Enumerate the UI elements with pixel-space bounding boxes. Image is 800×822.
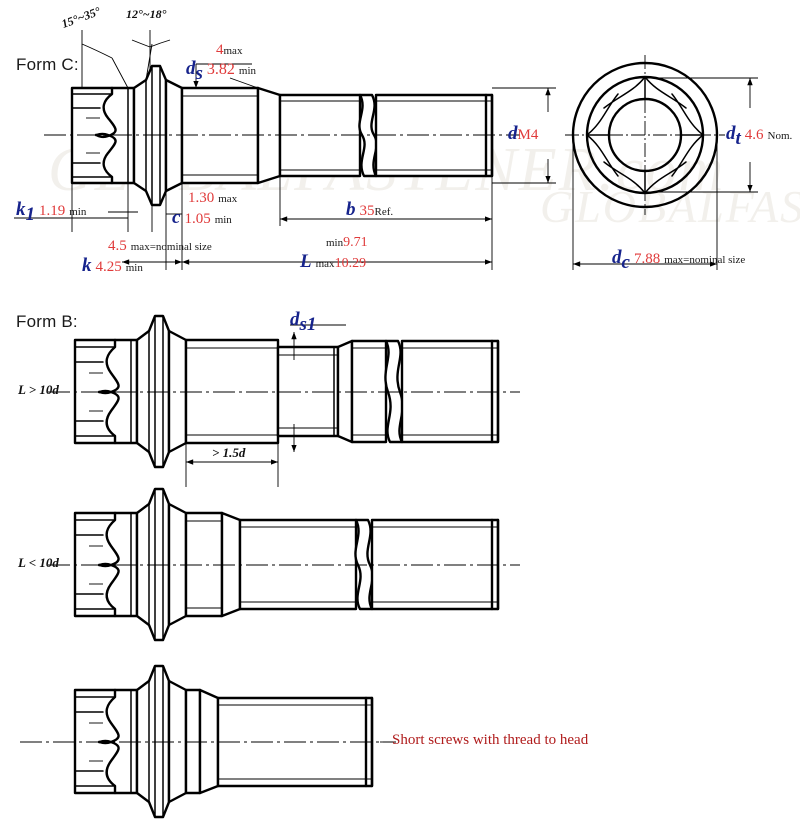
form-b-label: Form B: [16,312,78,331]
dim-dc-subscript: c [621,251,630,273]
dim-dt-subscript: t [735,127,741,149]
dim-ds1-symbol: d [290,309,300,330]
dim-L-symbol: L [300,251,312,273]
dim-L-max-value: 10.29 [334,256,367,272]
dim-ds1: ds1 [290,310,316,334]
dim-dc-symbol: d [612,247,622,268]
dim-c-min-value: 1.05 [184,211,211,228]
thread-runout-label: > 1.5d [212,445,246,460]
dim-c-symbol: c [172,207,181,229]
short-screw-note: Short screws with thread to head [392,732,589,748]
dim-k-symbol: k [82,255,92,277]
dim-ds-max-value: 4 [216,42,224,58]
dim-k: 4.5 max=nominal size k 4.25 min [82,238,212,276]
dim-L-min-value: 9.71 [343,235,368,250]
dim-k1-subscript: 1 [25,203,36,225]
dim-c-max-word: max [218,193,238,205]
dim-d: dM4 [508,124,538,143]
dim-L: min9.71 L max10.29 [300,234,368,272]
dim-d-value: M4 [517,127,539,143]
dim-b-symbol: b [346,199,356,220]
dim-c-min-word: min [214,214,232,227]
dim-ds-max-word: max [223,45,243,57]
dim-dc: dc 7.88 max=nominal size [612,248,745,272]
dim-b: b 35Ref. [346,200,393,219]
dim-k1-symbol: k [16,199,26,220]
dim-k-max-word: max=nominal size [130,241,212,253]
dim-ds-min-word: min [238,65,257,78]
dim-ds-symbol: d [186,58,196,80]
dim-L-max-word: max [315,258,335,271]
dim-dc-value: 7.88 [633,251,661,267]
dim-dc-qualifier: max=nominal size [664,254,746,266]
dim-ds-min-value: 3.82 [206,61,235,79]
dim-dt-symbol: d [726,123,736,144]
dim-dt: dt 4.6 Nom. [726,124,792,148]
dim-b-qualifier: Ref. [374,206,394,218]
form-c-label: Form C: [16,55,79,74]
flange-angle-label: 12°~18° [126,7,167,21]
watermark-right: GLOBALFASTENER.com [540,181,800,232]
dim-ds1-subscript: s1 [299,313,317,335]
dim-k1-qualifier: min [69,206,87,218]
dim-ds: 4max ds 3.82 min [186,42,256,83]
dim-k1-value: 1.19 [39,203,66,219]
dim-b-value: 35 [359,203,375,219]
dim-c: 1.30 max c 1.05 min [172,190,237,228]
dim-k-min-word: min [125,262,143,275]
dim-L-min-word: min [326,237,344,249]
dim-k1: k1 1.19 min [16,200,86,224]
dim-dt-qualifier: Nom. [767,130,793,142]
dim-k-max-value: 4.5 [108,238,127,254]
dim-k-min-value: 4.25 [95,259,122,276]
dim-ds-subscript: s [195,63,203,85]
dim-c-max-value: 1.30 [188,190,215,206]
length-condition-gt: L > 10d [18,382,59,397]
length-condition-lt: L < 10d [18,555,59,570]
dim-d-symbol: d [508,123,518,144]
dim-dt-value: 4.6 [744,127,764,143]
